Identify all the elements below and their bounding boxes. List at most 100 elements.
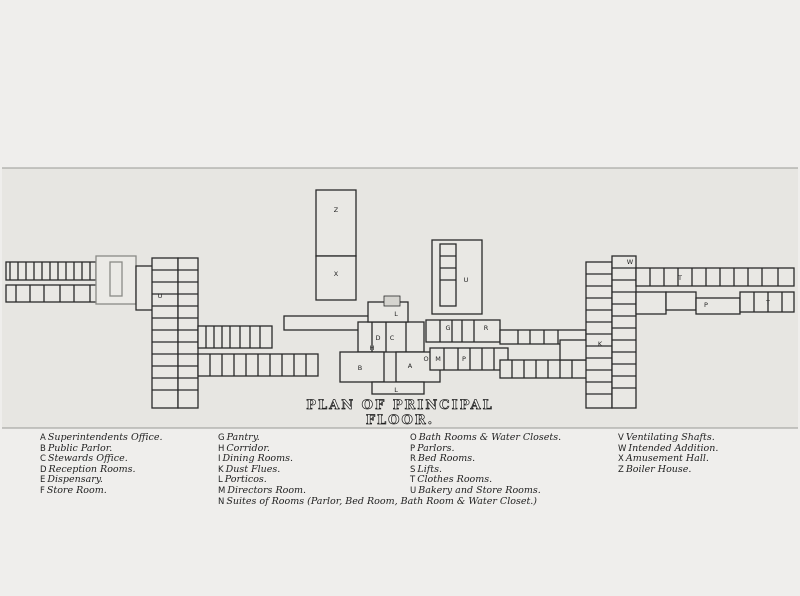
plan-title: PLAN OF PRINCIPAL FLOOR.	[306, 398, 494, 429]
legend-text: Ventilating Shafts.	[625, 432, 715, 443]
legend-text: Dispensary.	[47, 474, 103, 486]
legend-key: S	[410, 464, 416, 475]
room-tag-b: B	[358, 364, 362, 372]
legend-text: Pantry.	[226, 432, 260, 443]
legend-key: F	[40, 485, 45, 496]
room-tag-x: X	[334, 270, 339, 278]
room-tag-t: T	[677, 274, 682, 282]
legend-text: Suites of Rooms (Parlor, Bed Room, Bath …	[226, 495, 537, 507]
legend-text: Stewards Office.	[47, 453, 128, 465]
legend-text: Store Room.	[46, 484, 107, 496]
room-tag-a: A	[408, 362, 413, 370]
legend-text: Amusement Hall.	[625, 453, 709, 465]
legend-key: R	[410, 454, 416, 465]
legend-key: K	[218, 464, 224, 475]
legend-key: V	[618, 433, 624, 443]
legend-text: Reception Rooms.	[48, 463, 136, 475]
legend-text: Corridor.	[226, 442, 270, 454]
room-tag-d: D	[375, 334, 380, 342]
legend-text: Intended Addition.	[628, 442, 719, 454]
legend-key: N	[218, 496, 225, 507]
legend-key: B	[40, 443, 46, 454]
legend-key: I	[218, 454, 221, 465]
legend-key: L	[218, 475, 223, 486]
room-tag-o: O	[423, 355, 428, 363]
intended-addition	[635, 267, 795, 315]
legend-text: Boiler House.	[625, 463, 692, 475]
boiler-house	[315, 189, 357, 257]
bakery-block	[431, 239, 483, 315]
room-tag-g: G	[445, 324, 450, 332]
amusement-hall	[315, 255, 357, 301]
room-tag-i: I	[461, 324, 463, 332]
legend-key: W	[618, 443, 627, 454]
legend-key: X	[618, 454, 624, 465]
legend-key: T	[410, 475, 416, 486]
room-tag-c: C	[390, 334, 395, 342]
room-tag-l-north: L	[394, 310, 398, 318]
legend-text: Parlors.	[417, 442, 455, 454]
right-center-wing	[425, 319, 595, 379]
room-tag-t-right: T	[765, 299, 770, 307]
room-tag-p-right: P	[704, 301, 708, 309]
right-wing	[585, 255, 637, 409]
legend-text: Public Parlor.	[47, 442, 113, 454]
legend-text: Clothes Rooms.	[417, 474, 493, 486]
room-tag-z: Z	[334, 206, 339, 214]
legend-key: O	[410, 433, 417, 443]
legend-key: A	[40, 433, 46, 443]
legend-text: Bakery and Store Rooms.	[418, 484, 541, 496]
legend-key: C	[40, 454, 46, 465]
legend-key: E	[40, 475, 46, 486]
legend-text: Lifts.	[417, 463, 442, 475]
legend-key: D	[40, 464, 47, 475]
legend-key: Z	[618, 464, 624, 475]
legend-key: H	[218, 443, 225, 454]
left-corridor	[197, 325, 319, 377]
room-tag-w: W	[627, 258, 634, 266]
legend-key: P	[410, 443, 416, 454]
legend-text: Porticos.	[224, 474, 267, 486]
room-tag-k: K	[598, 340, 603, 348]
legend-text: Bath Rooms & Water Closets.	[418, 432, 562, 443]
legend-key: G	[218, 433, 225, 443]
room-tag-r: R	[484, 324, 489, 332]
legend-text: Bed Rooms.	[417, 453, 476, 465]
room-tag-h: H	[370, 344, 375, 352]
legend-key: U	[410, 485, 417, 496]
legend-text: Superintendents Office.	[47, 432, 163, 443]
room-tag-u: U	[464, 276, 469, 284]
room-tag-u-left: U	[158, 292, 163, 300]
left-wing-outer	[5, 255, 137, 305]
legend-text: Directors Room.	[227, 484, 307, 496]
left-wing	[135, 257, 199, 409]
room-tag-p: P	[462, 355, 466, 363]
room-tag-m: M	[435, 355, 441, 363]
legend-key: M	[218, 485, 226, 496]
